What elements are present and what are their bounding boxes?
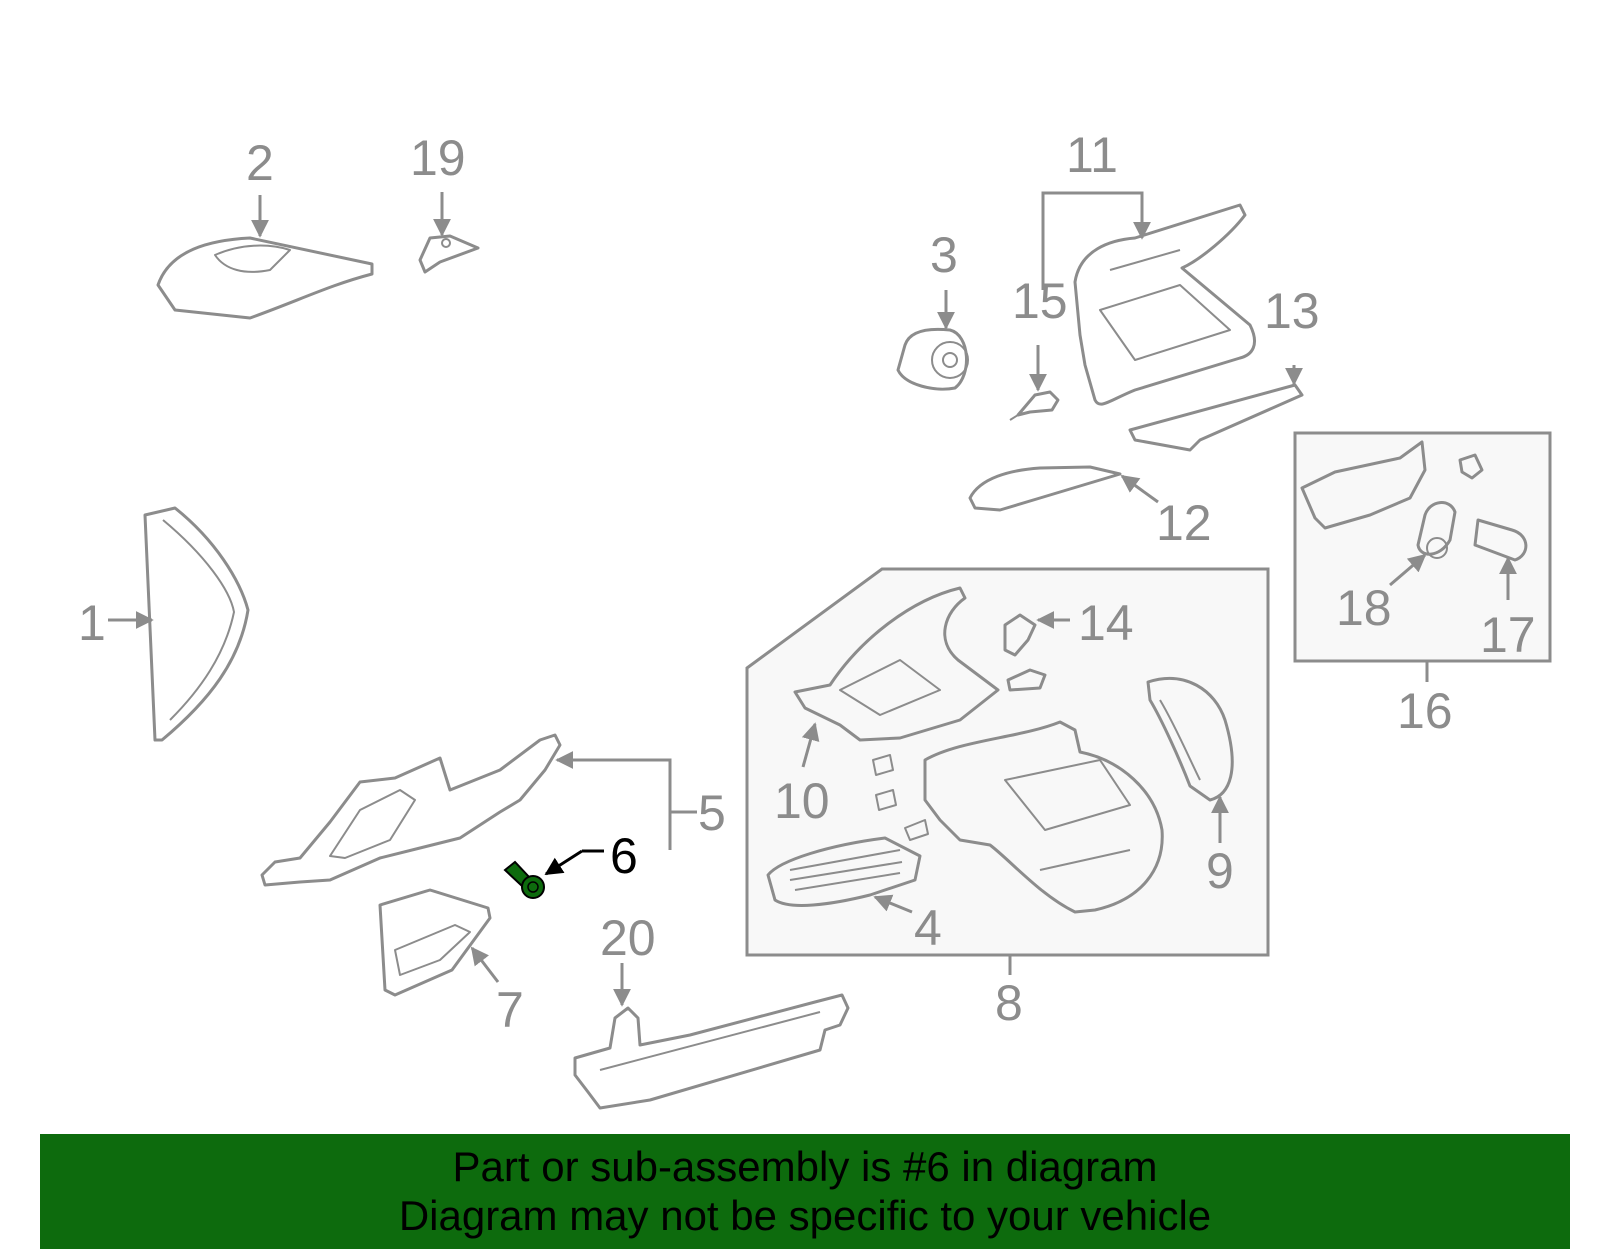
banner-line-2: Diagram may not be specific to your vehi… xyxy=(398,1192,1212,1239)
part-7-storage-pocket xyxy=(378,888,492,997)
callout-2[interactable]: 2 xyxy=(246,135,274,191)
callout-14[interactable]: 14 xyxy=(1078,595,1134,651)
part-3-vent xyxy=(896,327,969,391)
callout-11[interactable]: 11 xyxy=(1066,127,1118,183)
part-8-assembly-box xyxy=(745,567,1270,957)
part-2-cover-panel xyxy=(156,236,374,320)
callout-8[interactable]: 8 xyxy=(995,975,1023,1031)
callout-4[interactable]: 4 xyxy=(914,900,942,956)
callout-6[interactable]: 6 xyxy=(610,828,638,884)
part-11-glove-box xyxy=(1073,203,1256,406)
info-banner: Part or sub-assembly is #6 in diagram Di… xyxy=(40,1134,1570,1249)
leader-lines xyxy=(108,191,1517,1007)
part-20-console-trim xyxy=(573,993,850,1110)
part-16-assembly-box xyxy=(1293,431,1552,663)
callout-3[interactable]: 3 xyxy=(930,227,958,283)
callout-12[interactable]: 12 xyxy=(1156,495,1212,551)
part-6-screw-highlighted[interactable] xyxy=(503,860,545,899)
callout-20[interactable]: 20 xyxy=(600,910,656,966)
part-13-trim-strip xyxy=(1128,383,1304,452)
part-5-lower-trim-panel xyxy=(260,733,562,887)
callout-5[interactable]: 5 xyxy=(698,785,726,841)
part-15-screw xyxy=(1009,390,1060,421)
callout-16[interactable]: 16 xyxy=(1397,683,1453,739)
callout-1[interactable]: 1 xyxy=(78,595,106,651)
banner-line-1: Part or sub-assembly is #6 in diagram xyxy=(452,1143,1158,1190)
callout-19[interactable]: 19 xyxy=(410,130,466,186)
part-1-side-panel xyxy=(143,506,250,742)
callout-10[interactable]: 10 xyxy=(774,773,830,829)
callout-labels: 1 2 3 4 5 6 7 8 9 10 11 12 13 14 15 16 1… xyxy=(78,127,1536,1038)
callout-18[interactable]: 18 xyxy=(1336,580,1392,636)
part-19-bracket xyxy=(418,234,480,274)
callout-9[interactable]: 9 xyxy=(1206,843,1234,899)
callout-13[interactable]: 13 xyxy=(1264,283,1320,339)
callout-17[interactable]: 17 xyxy=(1480,607,1536,663)
part-12-trim-panel xyxy=(968,465,1122,512)
callout-7[interactable]: 7 xyxy=(496,982,524,1038)
callout-15[interactable]: 15 xyxy=(1012,273,1068,329)
